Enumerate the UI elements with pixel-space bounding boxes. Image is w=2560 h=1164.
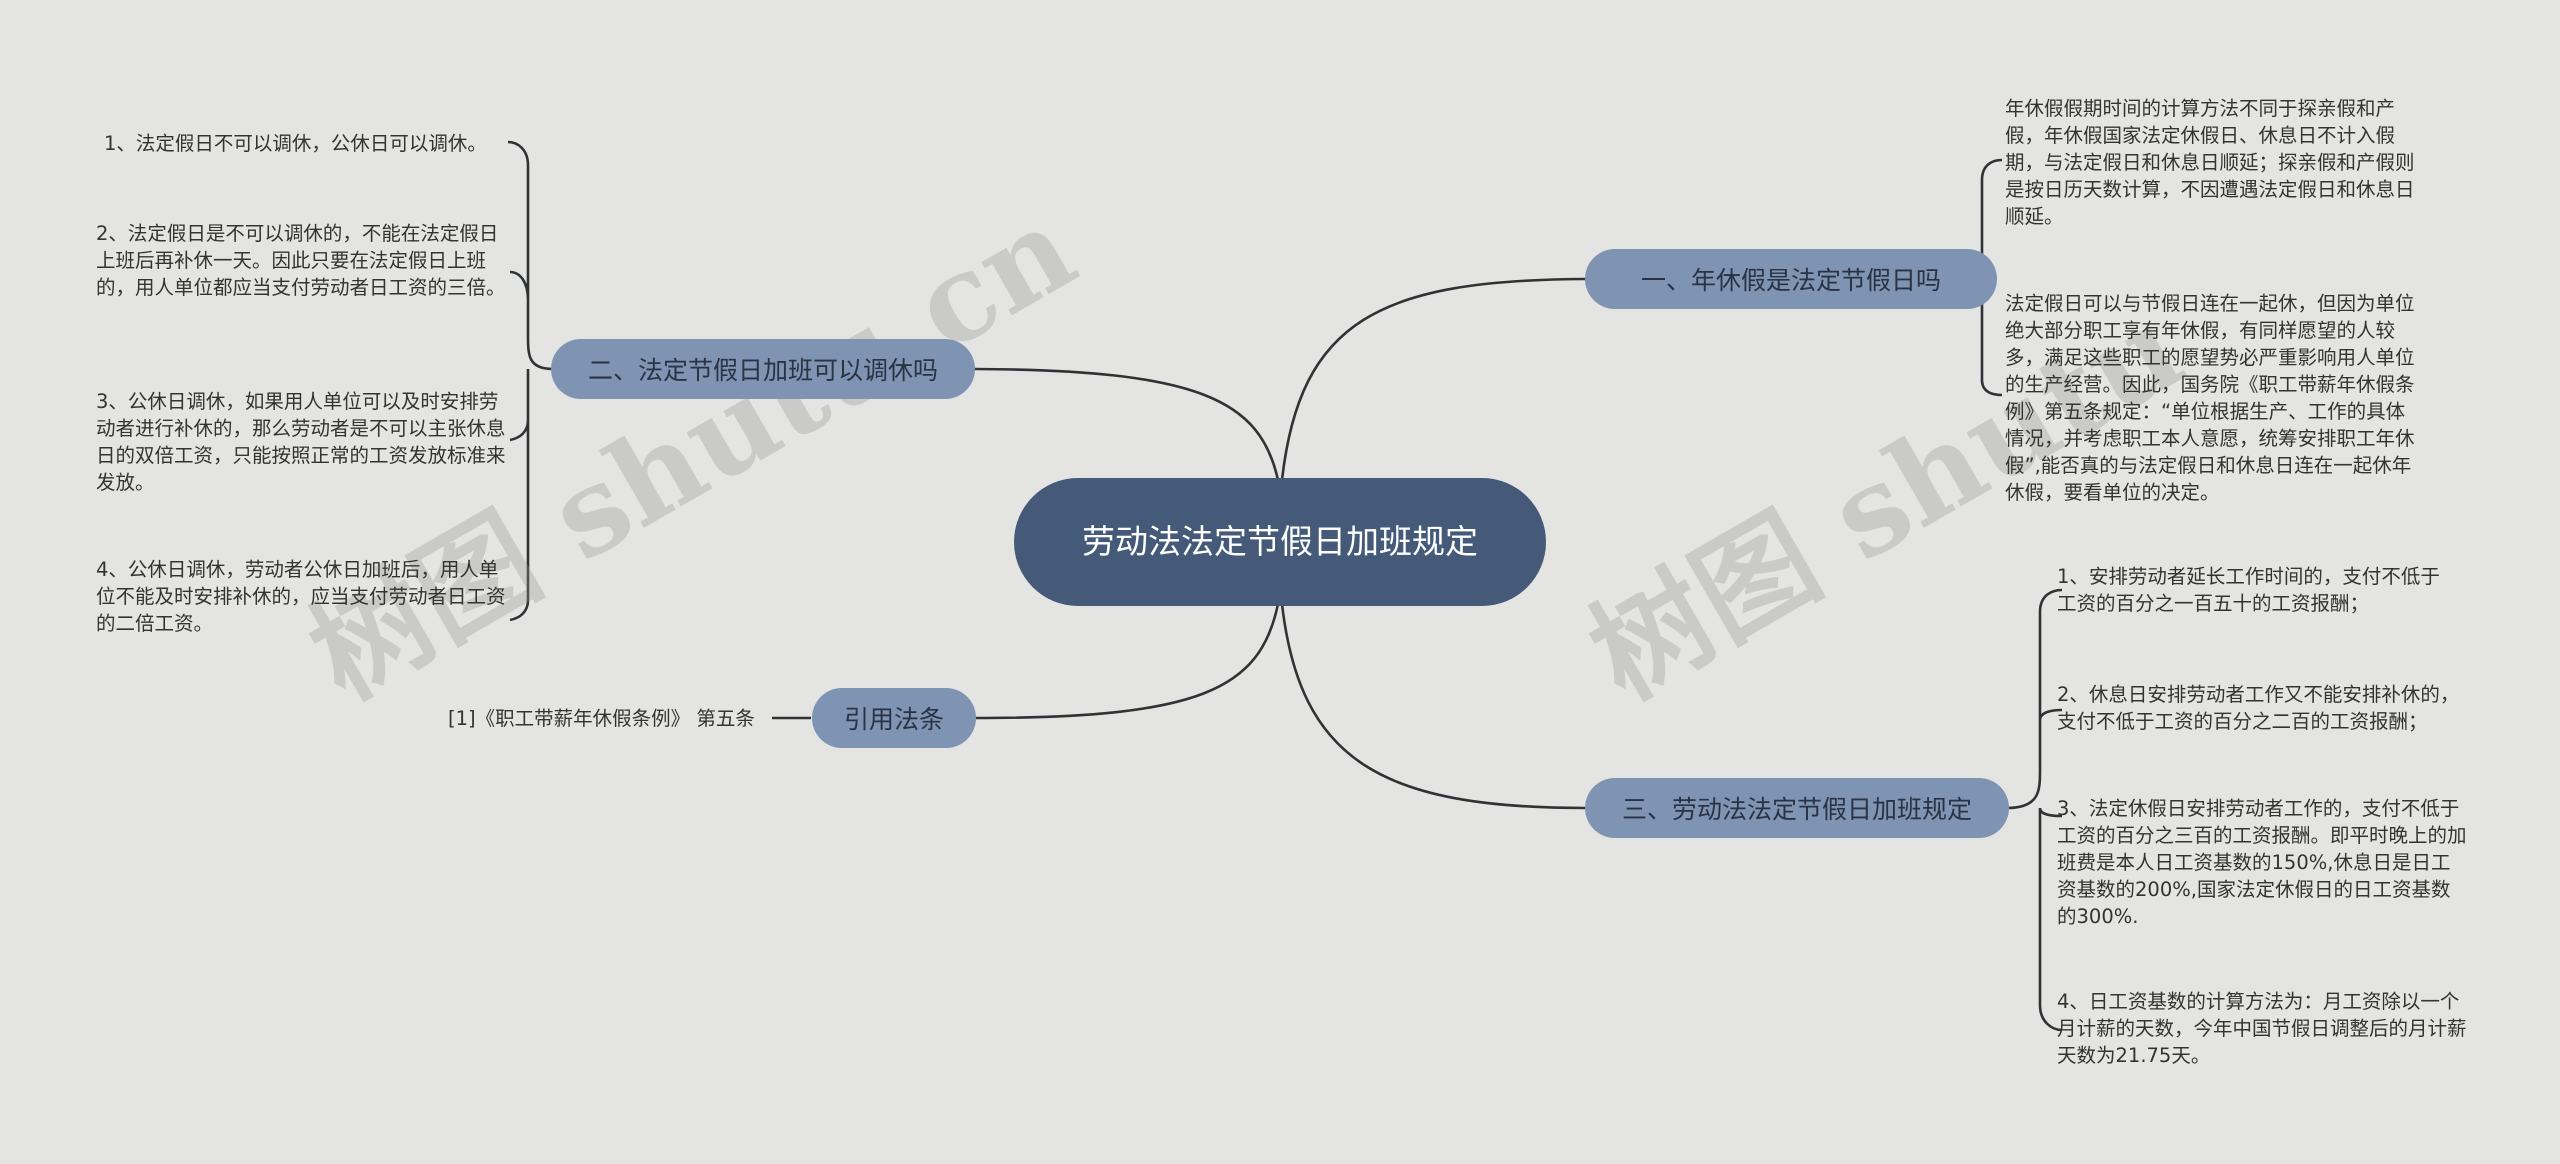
branch-holiday-overtime-label: 二、法定节假日加班可以调休吗: [587, 356, 938, 385]
connector-root-labor-law: [1280, 603, 1587, 810]
branch-citation-label: 引用法条: [843, 705, 944, 734]
branch-citation[interactable]: 引用法条: [812, 688, 976, 748]
labor-law-item: 2、休息日安排劳动者工作又不能安排补休的，支付不低于工资的百分之二百的工资报酬；: [2057, 683, 2460, 733]
holiday-overtime-item: 1、法定假日不可以调休，公休日可以调休。: [104, 132, 487, 155]
branch-labor-law[interactable]: 三、劳动法法定节假日加班规定: [1585, 778, 2009, 838]
brace-labor-law: [2006, 588, 2063, 1032]
root-node[interactable]: 劳动法法定节假日加班规定: [1014, 478, 1546, 606]
branch-annual-leave[interactable]: 一、年休假是法定节假日吗: [1585, 249, 1997, 309]
branch-holiday-overtime[interactable]: 二、法定节假日加班可以调休吗: [551, 339, 975, 399]
annual-leave-item: 法定假日可以与节假日连在一起休，但因为单位绝大部分职工享有年休假，有同样愿望的人…: [2005, 292, 2415, 504]
root-label: 劳动法法定节假日加班规定: [1082, 522, 1478, 561]
connector-root-citation: [974, 603, 1280, 720]
branch-labor-law-label: 三、劳动法法定节假日加班规定: [1621, 795, 1972, 824]
connector-root-annual-leave: [1280, 277, 1587, 481]
citation-item: [1]《职工带薪年休假条例》 第五条: [448, 707, 755, 730]
labor-law-item: 4、日工资基数的计算方法为：月工资除以一个月计薪的天数，今年中国节假日调整后的月…: [2057, 990, 2467, 1067]
connector-root-holiday-overtime: [974, 367, 1280, 481]
annual-leave-item: 年休假假期时间的计算方法不同于探亲假和产假，年休假国家法定休假日、休息日不计入假…: [2005, 97, 2415, 228]
holiday-overtime-item: 4、公休日调休，劳动者公休日加班后，用人单位不能及时安排补休的，应当支付劳动者日…: [96, 558, 506, 635]
brace-holiday-overtime: [507, 140, 554, 622]
labor-law-item: 3、法定休假日安排劳动者工作的，支付不低于工资的百分之三百的工资报酬。即平时晚上…: [2057, 797, 2467, 928]
holiday-overtime-item: 2、法定假日是不可以调休的，不能在法定假日上班后再补休一天。因此只要在法定假日上…: [96, 222, 506, 299]
holiday-overtime-item: 3、公休日调休，如果用人单位可以及时安排劳动者进行补休的，那么劳动者是不可以主张…: [96, 390, 506, 494]
branch-annual-leave-label: 一、年休假是法定节假日吗: [1640, 266, 1941, 295]
labor-law-item: 1、安排劳动者延长工作时间的，支付不低于工资的百分之一百五十的工资报酬；: [2057, 565, 2440, 615]
